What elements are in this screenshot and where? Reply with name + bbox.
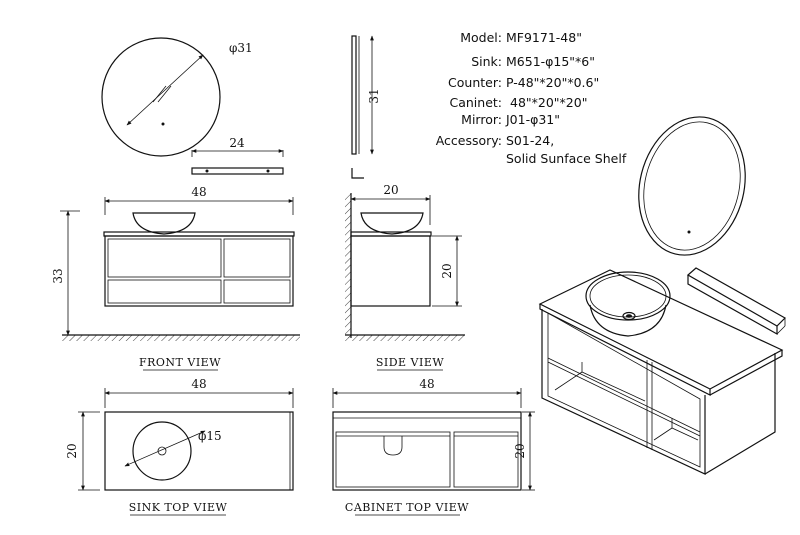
front-width-label: 48 — [191, 185, 206, 199]
side-depth-label: 20 — [383, 183, 398, 197]
sink-diameter-label: φ15 — [198, 429, 222, 443]
sink-top-depth-label: 20 — [65, 443, 79, 458]
spec-model-label: Model: — [460, 30, 502, 45]
mirror-front: φ31 — [101, 37, 253, 157]
spec-sink-value: M651-φ15"*6" — [506, 54, 595, 69]
isometric-view — [538, 116, 786, 475]
spec-sink-label: Sink: — [471, 54, 502, 69]
side-view: 31 20 20 SIDE VIEW — [345, 35, 465, 371]
cabinet-top-width-label: 48 — [419, 377, 434, 391]
sink-top-width-label: 48 — [191, 377, 206, 391]
side-view-title: SIDE VIEW — [376, 356, 445, 369]
spec-accessory-label: Accessory: — [436, 133, 502, 148]
cabinet-top-depth-label: 20 — [513, 443, 527, 458]
spec-model-value: MF9171-48" — [506, 30, 582, 45]
spec-accessory-value-2: Solid Sunface Shelf — [506, 151, 627, 166]
sink-top-view-title: SINK TOP VIEW — [129, 501, 228, 514]
mirror-height-label: 31 — [367, 88, 381, 103]
spec-counter-value: P-48"*20"*0.6" — [506, 75, 599, 90]
shelf-width-label: 24 — [229, 136, 245, 150]
specifications: Model: MF9171-48" Sink: M651-φ15"*6" Cou… — [436, 30, 627, 166]
shelf-front: 24 — [191, 136, 284, 175]
spec-mirror-label: Mirror: — [461, 112, 502, 127]
mirror-diameter-label: φ31 — [229, 41, 253, 55]
spec-cabinet-label: Caninet: — [449, 95, 502, 110]
spec-counter-label: Counter: — [448, 75, 502, 90]
cabinet-top-view-title: CABINET TOP VIEW — [345, 501, 469, 514]
sink-top-view: 48 φ15 20 SINK TOP VIEW — [65, 377, 294, 516]
front-view: 48 33 FRONT VIEW — [51, 185, 300, 371]
front-view-title: FRONT VIEW — [139, 356, 221, 369]
side-height-label: 20 — [440, 263, 454, 278]
spec-cabinet-value: 48"*20"*20" — [510, 95, 587, 110]
front-height-label: 33 — [51, 268, 65, 283]
spec-accessory-value-1: S01-24, — [506, 133, 554, 148]
spec-mirror-value: J01-φ31" — [505, 112, 560, 127]
cabinet-top-view: 48 20 CABINET TOP VIEW — [332, 377, 535, 516]
